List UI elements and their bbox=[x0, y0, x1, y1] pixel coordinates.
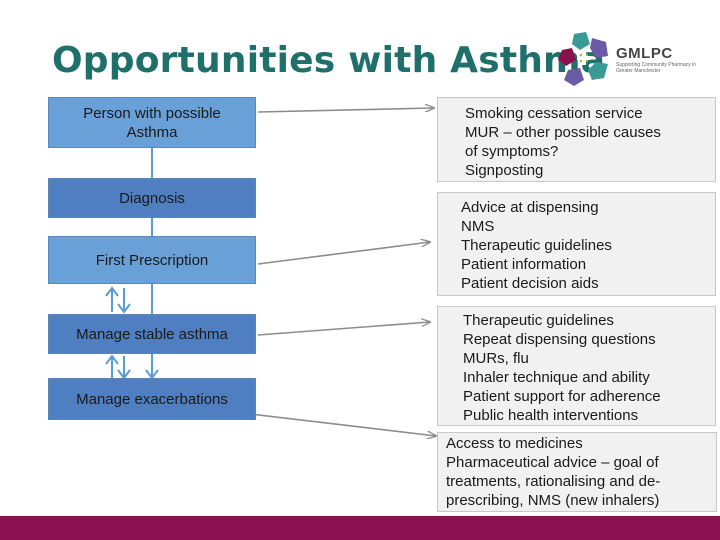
opportunity-item: Pharmaceutical advice – goal of bbox=[446, 454, 659, 471]
flow-step-label: Diagnosis bbox=[119, 189, 185, 207]
opportunity-item: NMS bbox=[461, 218, 495, 235]
arrow-to-box-2 bbox=[257, 242, 430, 265]
arrow-to-box-1 bbox=[257, 108, 434, 113]
logo-tagline: Supporting Community Pharmacy in Greater… bbox=[616, 62, 697, 74]
opportunity-item: Public health interventions bbox=[463, 407, 639, 424]
logo-name: GMLPC bbox=[616, 45, 673, 62]
opportunity-item: Repeat dispensing questions bbox=[463, 331, 656, 348]
arrow-to-box-3 bbox=[257, 322, 430, 336]
arrow-to-box-4 bbox=[241, 412, 436, 436]
footer-bar bbox=[0, 516, 720, 540]
opportunity-box-4: Access to medicines Pharmaceutical advic… bbox=[437, 432, 717, 512]
opportunity-item: prescribing, NMS (new inhalers) bbox=[446, 492, 660, 509]
opportunity-item: Access to medicines bbox=[446, 435, 583, 452]
opportunity-item: treatments, rationalising and de- bbox=[446, 473, 661, 490]
opportunity-item: Advice at dispensing bbox=[461, 199, 599, 216]
opportunity-item: Therapeutic guidelines bbox=[461, 237, 612, 254]
flow-step-diagnosis: Diagnosis bbox=[48, 178, 256, 218]
flow-step-manage-exacerbations: Manage exacerbations bbox=[48, 378, 256, 420]
opportunity-item: Patient information bbox=[461, 256, 587, 273]
flow-step-label: Manage stable asthma bbox=[76, 325, 228, 343]
opportunity-item: Signposting bbox=[465, 162, 544, 179]
opportunity-item: Patient support for adherence bbox=[463, 388, 661, 405]
flow-step-label: First Prescription bbox=[95, 251, 209, 269]
opportunity-item: of symptoms? bbox=[465, 143, 559, 160]
opportunity-item: MUR – other possible causes bbox=[465, 124, 661, 141]
page-title: Opportunities with Asthma bbox=[52, 40, 606, 81]
opportunity-box-3: Therapeutic guidelines Repeat dispensing… bbox=[437, 306, 716, 426]
flow-step-manage-stable-asthma: Manage stable asthma bbox=[48, 314, 256, 354]
opportunity-item: Therapeutic guidelines bbox=[463, 312, 614, 329]
flow-step-person-with-possible-asthma: Person with possible Asthma bbox=[48, 97, 256, 148]
opportunity-box-1: Smoking cessation service MUR – other po… bbox=[437, 97, 716, 182]
opportunity-item: MURs, flu bbox=[463, 350, 529, 367]
opportunity-item: Inhaler technique and ability bbox=[463, 369, 650, 386]
opportunity-item: Patient decision aids bbox=[461, 275, 599, 292]
opportunity-item: Smoking cessation service bbox=[465, 105, 643, 122]
flow-step-label: Manage exacerbations bbox=[76, 390, 228, 408]
flow-step-label: Person with possible Asthma bbox=[83, 104, 221, 141]
opportunity-box-2: Advice at dispensing NMS Therapeutic gui… bbox=[437, 192, 716, 296]
logo-mark-icon bbox=[558, 32, 608, 86]
gmlpc-logo: GMLPC Supporting Community Pharmacy in G… bbox=[556, 30, 706, 88]
flow-step-first-prescription: First Prescription bbox=[48, 236, 256, 284]
